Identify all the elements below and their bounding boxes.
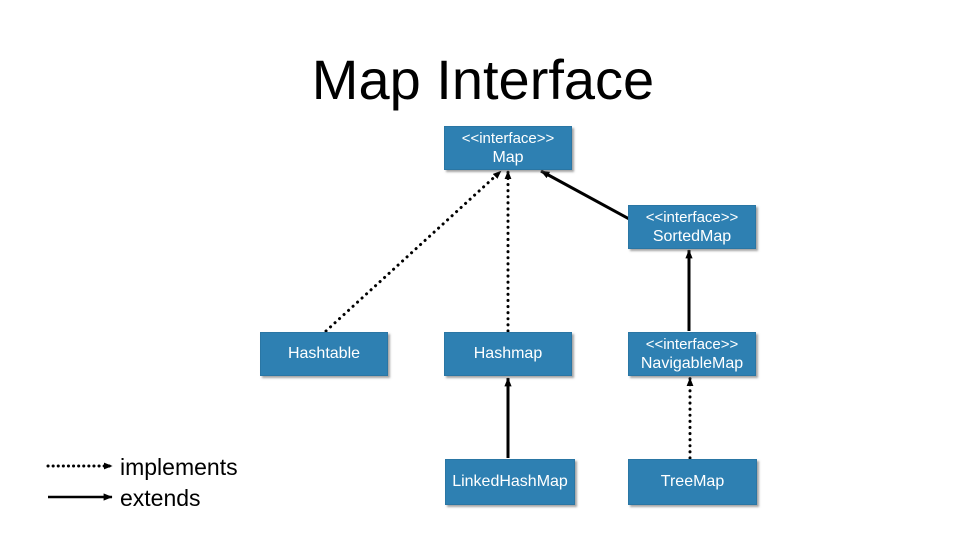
uml-box-name: TreeMap bbox=[660, 473, 725, 490]
stereotype-label: <<interface>> bbox=[645, 208, 739, 226]
uml-box-hashtable[interactable]: Hashtable bbox=[260, 332, 388, 376]
legend-label-implements: implements bbox=[120, 454, 238, 480]
uml-box-linkedhashmap[interactable]: LinkedHashMap bbox=[445, 459, 575, 505]
legend-label-extends: extends bbox=[120, 485, 201, 511]
uml-box-name: Map bbox=[492, 148, 524, 166]
uml-box-name: Hashmap bbox=[473, 345, 543, 362]
uml-box-navigablemap[interactable]: <<interface>>NavigableMap bbox=[628, 332, 756, 376]
uml-box-name: NavigableMap bbox=[640, 354, 744, 372]
uml-box-map[interactable]: <<interface>>Map bbox=[444, 126, 572, 170]
edge-hashtable-map bbox=[324, 169, 503, 333]
uml-box-name: SortedMap bbox=[652, 227, 732, 245]
uml-box-treemap[interactable]: TreeMap bbox=[628, 459, 757, 505]
page-title: Map Interface bbox=[311, 48, 655, 111]
stereotype-label: <<interface>> bbox=[645, 335, 739, 353]
edge-sortedmap-map bbox=[540, 169, 645, 229]
uml-box-name: LinkedHashMap bbox=[452, 473, 568, 490]
uml-box-sortedmap[interactable]: <<interface>>SortedMap bbox=[628, 205, 756, 249]
uml-box-hashmap[interactable]: Hashmap bbox=[444, 332, 572, 376]
uml-box-name: Hashtable bbox=[287, 345, 361, 362]
stereotype-label: <<interface>> bbox=[461, 129, 555, 147]
